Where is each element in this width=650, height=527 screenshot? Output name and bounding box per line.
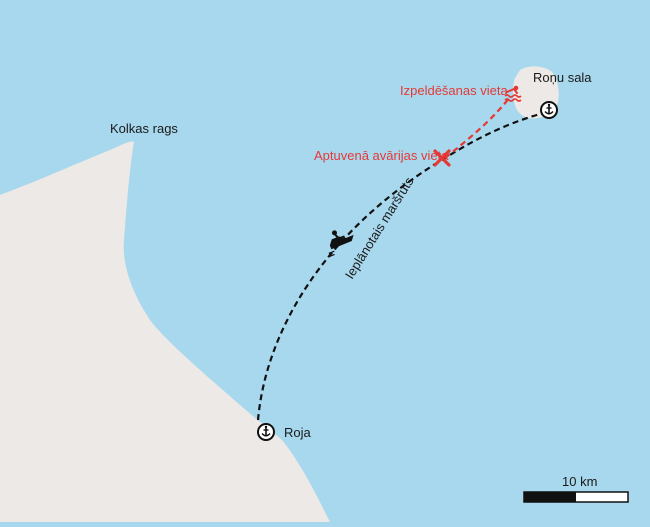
island-label: Roņu sala xyxy=(533,70,592,85)
anchor-icon xyxy=(257,423,275,441)
swimmer-icon xyxy=(504,85,522,102)
scale-bar: 10 km xyxy=(523,474,629,503)
jet-ski-icon xyxy=(328,230,354,258)
anchor-icon xyxy=(540,101,558,119)
port-label: Roja xyxy=(284,425,312,440)
mainland xyxy=(0,141,330,522)
cross-icon xyxy=(433,149,451,167)
crash-site-label: Aptuvenā avārijas vieta xyxy=(314,148,449,163)
swim-route xyxy=(444,96,511,159)
planned-route xyxy=(256,110,549,421)
scale-label: 10 km xyxy=(562,474,597,489)
cape-label: Kolkas rags xyxy=(110,121,178,136)
rescue-site-label: Izpeldēšanas vieta xyxy=(400,83,508,98)
